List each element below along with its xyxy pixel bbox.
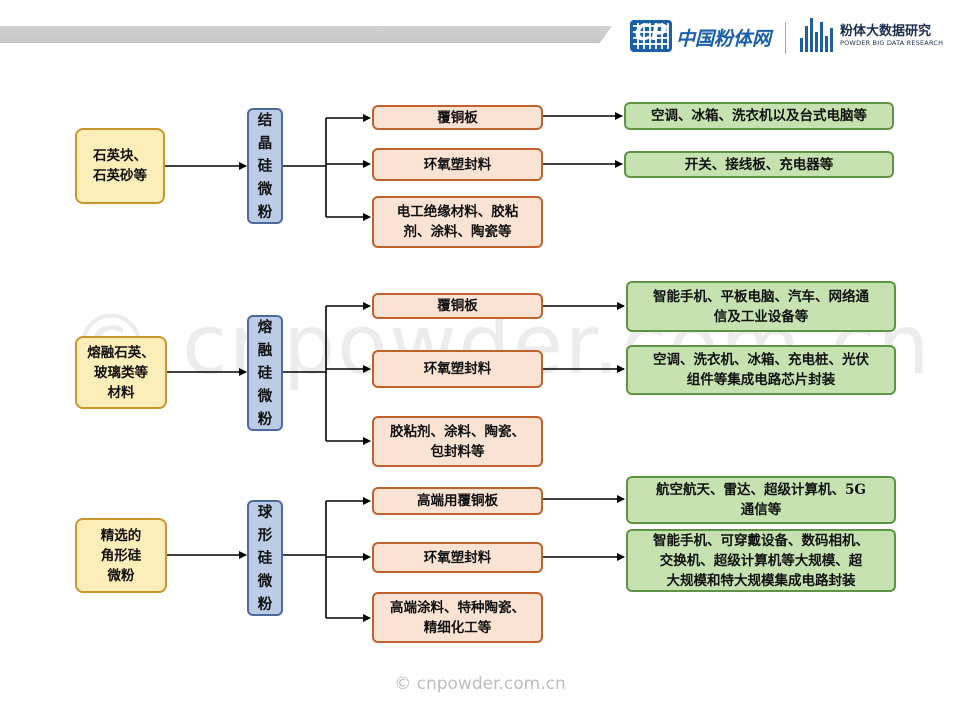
application-box-emc: 环氧塑封料 — [372, 350, 543, 388]
use-box-switches: 开关、接线板、充电器等 — [624, 151, 894, 178]
big-data-logo-title: 粉体大数据研究 — [840, 24, 932, 39]
big-data-logo-subtitle: POWDER BIG DATA RESEARCH — [840, 39, 944, 47]
use-box-appliances: 空调、冰箱、洗衣机以及台式电脑等 — [624, 102, 894, 130]
application-box-emc: 环氧塑封料 — [372, 542, 543, 573]
use-box-chip-packaging: 空调、洗衣机、冰箱、充电桩、光伏 组件等集成电路芯片封装 — [626, 345, 896, 395]
source-box-angular-powder: 精选的 角形硅 微粉 — [75, 518, 167, 593]
cnpowder-logo-text: 中国粉体网 — [676, 28, 772, 50]
product-box-fused: 熔 融 硅 微 粉 — [247, 315, 283, 431]
bar-chart-icon — [800, 18, 836, 52]
application-box-emc: 环氧塑封料 — [372, 148, 543, 181]
source-box-fused-quartz: 熔融石英、 玻璃类等 材料 — [75, 336, 167, 409]
application-box-adhesives: 胶粘剂、涂料、陶瓷、 包封料等 — [372, 416, 543, 467]
application-box-ccl: 覆铜板 — [372, 293, 543, 319]
application-box-ccl: 覆铜板 — [372, 105, 543, 130]
product-box-crystalline: 结 晶 硅 微 粉 — [247, 108, 283, 224]
header-bar — [0, 26, 612, 43]
source-box-quartz: 石英块、 石英砂等 — [75, 128, 165, 204]
big-data-logo: 粉体大数据研究 POWDER BIG DATA RESEARCH — [800, 16, 950, 56]
logo-divider — [785, 22, 786, 54]
cnpowder-logo-icon: CP — [630, 20, 672, 52]
application-box-insulation: 电工绝缘材料、胶粘 剂、涂料、陶瓷等 — [372, 196, 543, 248]
use-box-aerospace: 航空航天、雷达、超级计算机、5G 通信等 — [626, 476, 896, 524]
application-box-fine-chemicals: 高端涂料、特种陶瓷、 精细化工等 — [372, 592, 543, 643]
footer-copyright: © cnpowder.com.cn — [394, 674, 566, 694]
use-box-ic-packaging: 智能手机、可穿戴设备、数码相机、 交换机、超级计算机等大规模、超 大规模和特大规… — [626, 529, 896, 592]
cnpowder-logo: CP 中国粉体网 — [628, 18, 776, 56]
use-box-mobile-devices: 智能手机、平板电脑、汽车、网络通 信及工业设备等 — [626, 281, 896, 332]
product-box-spherical: 球 形 硅 微 粉 — [247, 500, 283, 616]
application-box-high-end-ccl: 高端用覆铜板 — [372, 487, 543, 515]
